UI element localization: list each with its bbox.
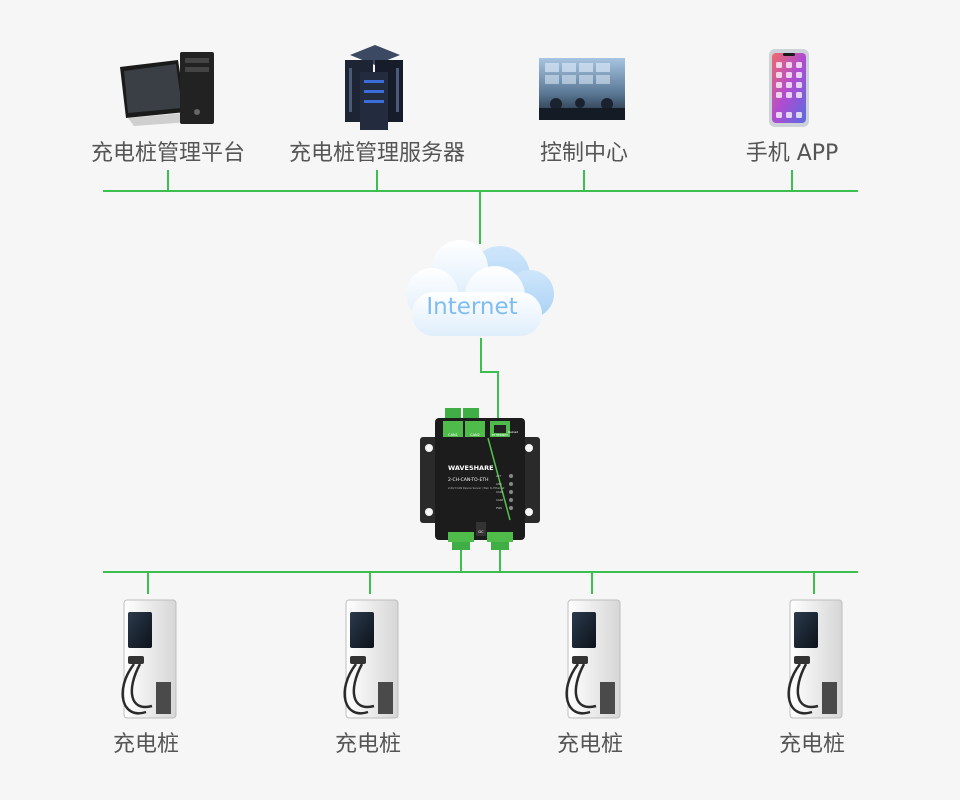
control-center-icon [539, 58, 625, 120]
charging-pile-node: 充电桩 [779, 599, 845, 757]
gateway-port-ethernet: ETHERNET [492, 433, 508, 437]
server-node: 充电桩管理服务器 [289, 45, 465, 166]
platform-node: 充电桩管理平台 [91, 52, 245, 166]
charging-pile-node: 充电桩 [335, 599, 401, 757]
gateway-led-label: PWR [496, 506, 502, 510]
gateway-model: 2-CH-CAN-TO-ETH [448, 477, 488, 483]
gateway-led-label: LINK [496, 482, 502, 486]
gateway-reset-label: Reload [508, 430, 518, 434]
cloud-icon [406, 240, 554, 336]
gateway-subtitle: 2-Port CAN Device Server / Pain to Ether… [448, 486, 504, 490]
can-to-ethernet-gateway-icon [420, 408, 540, 550]
internet-label: Internet [426, 294, 517, 320]
gateway-bottom-tag: DC [478, 530, 484, 534]
mobile-app-node: 手机 APP [746, 49, 839, 166]
cloud-to-gateway-link [480, 338, 499, 418]
can-to-ethernet-gateway: WAVESHARE 2-CH-CAN-TO-ETH 2-Port CAN Dev… [420, 408, 540, 550]
smartphone-icon [769, 49, 809, 127]
platform-label: 充电桩管理平台 [91, 141, 245, 166]
gateway-led-label: CAN2 [496, 498, 504, 502]
gateway-led-label: CAN1 [496, 490, 504, 494]
charging-piles: 充电桩 充电桩 充电桩 充电桩 [113, 599, 845, 757]
gateway-port-can1: CAN1 [448, 433, 458, 437]
charging-pile-icon [121, 599, 177, 719]
server-rack-icon [345, 45, 403, 130]
charging-pile-label: 充电桩 [779, 732, 845, 757]
charging-pile-node: 充电桩 [557, 599, 623, 757]
control-center-label: 控制中心 [540, 141, 628, 166]
server-label: 充电桩管理服务器 [289, 141, 465, 166]
gateway-port-can2: CAN2 [470, 433, 480, 437]
charging-pile-icon [787, 599, 843, 719]
charging-pile-label: 充电桩 [113, 732, 179, 757]
charging-pile-icon [565, 599, 621, 719]
mobile-app-label: 手机 APP [746, 141, 839, 166]
desktop-computer-icon [120, 52, 214, 126]
top-bus [103, 170, 858, 244]
gateway-brand: WAVESHARE [448, 464, 494, 472]
control-center-node: 控制中心 [539, 58, 628, 166]
charging-pile-node: 充电桩 [113, 599, 179, 757]
gateway-led-label: ACT [496, 474, 502, 478]
internet-node: Internet [406, 240, 554, 336]
charging-pile-label: 充电桩 [557, 732, 623, 757]
charging-pile-label: 充电桩 [335, 732, 401, 757]
bottom-bus [103, 550, 858, 594]
charging-pile-icon [343, 599, 399, 719]
